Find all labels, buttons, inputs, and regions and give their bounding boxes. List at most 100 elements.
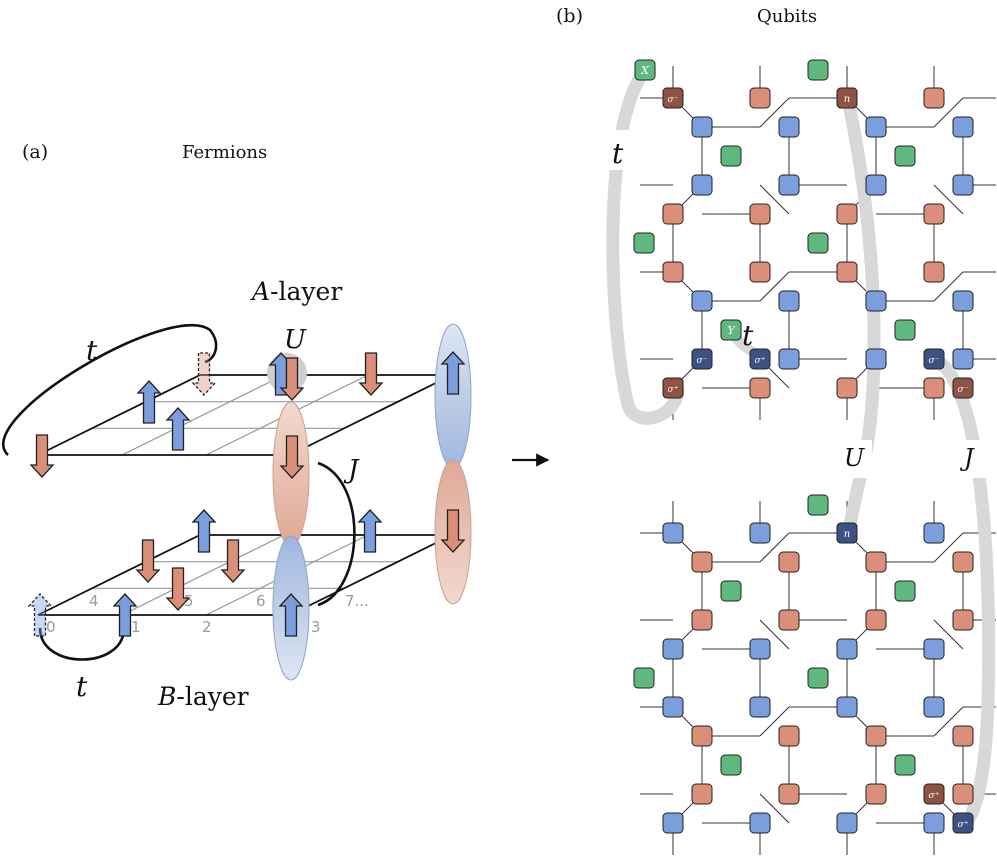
lattice-a-qubit bbox=[662, 261, 684, 283]
lattice-a-qubit bbox=[865, 174, 887, 196]
tile-sigma-minus-a1-label: σ⁻ bbox=[668, 95, 679, 105]
edge-d bbox=[933, 706, 964, 737]
lattice-b-qubit bbox=[691, 551, 713, 573]
edge-d bbox=[759, 793, 790, 824]
panel-a-label: (a) bbox=[22, 141, 48, 163]
layer-b-suffix: -layer bbox=[176, 682, 248, 711]
edge-d bbox=[759, 532, 790, 563]
layer-outline bbox=[37, 374, 453, 456]
spin-b-4-down bbox=[135, 539, 161, 583]
lattice-a-qubit bbox=[923, 261, 945, 283]
site-label-5: 5 bbox=[184, 592, 194, 610]
tile-n-top-label: n bbox=[844, 94, 850, 105]
lattice-a-qubit bbox=[778, 174, 800, 196]
lattice-b-stabilizer bbox=[807, 494, 829, 516]
link-j-gap bbox=[960, 440, 994, 478]
tile-y-label: Y bbox=[727, 324, 736, 337]
lattice-b-qubit bbox=[952, 551, 974, 573]
lattice-b-qubit bbox=[923, 812, 945, 834]
lattice-b-qubit bbox=[749, 812, 771, 834]
lattice-a-qubit bbox=[865, 290, 887, 312]
lattice-b-qubit bbox=[865, 783, 887, 805]
tile-n-bot-label: n bbox=[844, 529, 850, 540]
layer-a-suffix: -layer bbox=[270, 277, 342, 306]
lattice-b-qubit bbox=[952, 609, 974, 631]
tile-sigma-minus-a2 bbox=[691, 348, 713, 370]
layer-a-var: A bbox=[250, 277, 270, 306]
lattice-b-qubit bbox=[778, 783, 800, 805]
lattice-a-stabilizer bbox=[807, 59, 829, 81]
ladder-layers bbox=[37, 374, 453, 616]
lattice-b-qubit bbox=[749, 522, 771, 544]
lattice-b-stabilizer bbox=[720, 754, 742, 776]
link-t-left-label: t bbox=[612, 137, 624, 170]
panel-b: (b) Qubits t t U J XYσ⁻nσ⁻σ⁺σ⁺σ⁻σ⁻nσ⁺σ⁺ bbox=[556, 5, 996, 855]
layer-a-caption: A-layer bbox=[250, 277, 342, 306]
lattice-a-stabilizer bbox=[807, 232, 829, 254]
lattice-a-qubit bbox=[778, 348, 800, 370]
spin-a-5-up bbox=[165, 407, 191, 451]
tile-sigma-plus-b1-label: σ⁺ bbox=[929, 791, 940, 801]
tile-sigma-plus-b2-label: σ⁺ bbox=[958, 820, 969, 830]
spin-a-u-down bbox=[279, 357, 305, 401]
tile-sigma-plus-a2 bbox=[662, 377, 684, 399]
lattice-a-qubit bbox=[778, 116, 800, 138]
lattice-b-qubit bbox=[836, 696, 858, 718]
tile-sigma-plus-b1 bbox=[923, 783, 945, 805]
spin-a-1-up bbox=[136, 380, 162, 424]
spin-b-0-up-dashed bbox=[27, 593, 53, 637]
lattice-a-qubit bbox=[952, 348, 974, 370]
tile-sigma-plus-b2 bbox=[952, 812, 974, 834]
layer-b-plane bbox=[37, 534, 453, 616]
lattice-a-qubit bbox=[865, 348, 887, 370]
lattice-b-qubit bbox=[923, 522, 945, 544]
lattice-b-stabilizer bbox=[894, 580, 916, 602]
lattice-b-qubit bbox=[952, 783, 974, 805]
edge-d bbox=[933, 532, 964, 563]
lattice-b-stabilizer bbox=[720, 580, 742, 602]
interlayer-arc bbox=[317, 461, 356, 607]
lattice-a-qubit bbox=[691, 174, 713, 196]
lattice-b-qubit bbox=[778, 609, 800, 631]
lattice-a-qubit bbox=[749, 87, 771, 109]
lattice-b-qubit bbox=[923, 638, 945, 660]
lattice-a-qubit bbox=[923, 87, 945, 109]
qubit-tiles: XYσ⁻nσ⁻σ⁺σ⁺σ⁻σ⁻nσ⁺σ⁺ bbox=[633, 59, 974, 834]
site-label-6: 6 bbox=[256, 592, 266, 610]
lattice-b-qubit bbox=[691, 725, 713, 747]
tile-n-bot bbox=[836, 522, 858, 544]
spin-b-6-down bbox=[220, 539, 246, 583]
hop-label-top: t bbox=[86, 334, 98, 367]
link-u bbox=[841, 93, 881, 539]
lattice-b-qubit bbox=[749, 638, 771, 660]
spin-a-7-down-dashed bbox=[191, 352, 217, 396]
lattice-a-qubit bbox=[836, 377, 858, 399]
lattice-b-qubit bbox=[865, 725, 887, 747]
tile-sigma-plus-a1 bbox=[749, 348, 771, 370]
spin-a-3-down bbox=[279, 435, 305, 479]
hop-arc-bottom bbox=[38, 627, 126, 661]
spin-b-7-up bbox=[357, 509, 383, 553]
spin-a-0-down bbox=[29, 434, 55, 478]
lattice-b-qubit bbox=[865, 609, 887, 631]
panel-b-label: (b) bbox=[556, 5, 583, 27]
lattice-b-qubit bbox=[662, 696, 684, 718]
layer-b-var: B bbox=[157, 682, 176, 711]
edge-d bbox=[933, 97, 964, 128]
tile-sigma-minus-a3 bbox=[923, 348, 945, 370]
site-label-3: 3 bbox=[311, 618, 321, 636]
grid-leg bbox=[121, 534, 285, 616]
lattice-b-qubit bbox=[662, 812, 684, 834]
spin-b-j-down bbox=[440, 509, 466, 553]
lattice-a-qubit bbox=[691, 116, 713, 138]
lattice-b-qubit bbox=[662, 522, 684, 544]
site-label-2: 2 bbox=[202, 618, 212, 636]
lattice-a-qubit bbox=[836, 261, 858, 283]
lattice-b-qubit bbox=[691, 783, 713, 805]
lattice-a-stabilizer bbox=[894, 145, 916, 167]
j-ellipse-upper bbox=[434, 323, 472, 469]
lattice-a-qubit bbox=[691, 290, 713, 312]
layer-b-caption: B-layer bbox=[157, 682, 249, 711]
lattice-a-qubit bbox=[923, 377, 945, 399]
